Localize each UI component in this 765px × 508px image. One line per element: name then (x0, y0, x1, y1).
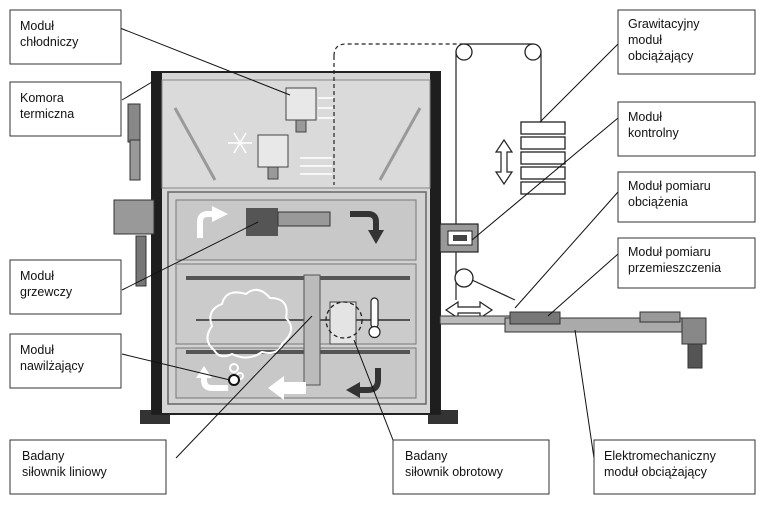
flow-arrow-up-left (201, 376, 228, 391)
label-gravity-loading: Grawitacyjny moduł obciążający (617, 9, 756, 75)
cable-dashed (333, 43, 464, 57)
svg-text:Moduł pomiaru: Moduł pomiaru (628, 179, 711, 193)
cooling-unit-lower (257, 134, 289, 180)
svg-text:siłownik obrotowy: siłownik obrotowy (405, 465, 504, 479)
horizontal-motion-arrow (444, 300, 494, 320)
svg-text:Elektromechaniczny: Elektromechaniczny (604, 449, 717, 463)
label-electromechanical-loading: Elektromechaniczny moduł obciążający (593, 439, 756, 495)
weight-stack (520, 121, 566, 195)
svg-text:termiczna: termiczna (20, 107, 74, 121)
flow-arrow-down-right (350, 211, 379, 232)
leader-lines (119, 27, 619, 459)
label-control-module: Moduł kontrolny (617, 101, 756, 157)
label-displacement-measurement: Moduł pomiaru przemieszczenia (617, 237, 756, 289)
svg-text:przemieszczenia: przemieszczenia (628, 261, 721, 275)
droplet-icon (228, 374, 240, 386)
snowflake-icon (228, 132, 252, 154)
svg-text:Komora: Komora (20, 91, 64, 105)
label-cooling-module: Moduł chłodniczy (9, 9, 122, 65)
svg-text:Badany: Badany (405, 449, 448, 463)
vertical-rail (303, 274, 321, 386)
svg-text:Moduł: Moduł (628, 110, 662, 124)
pulley-left (455, 43, 473, 61)
svg-text:chłodniczy: chłodniczy (20, 35, 79, 49)
rotary-actuator-marker (325, 301, 363, 339)
svg-text:nawilżający: nawilżający (20, 359, 85, 373)
electromechanical-rail (439, 311, 707, 369)
label-load-measurement: Moduł pomiaru obciążenia (617, 171, 756, 223)
flow-arrow-up-right (197, 211, 214, 238)
cooling-unit-upper (285, 87, 317, 133)
control-module (439, 223, 479, 253)
flow-arrow-down-left (358, 368, 381, 393)
rotary-actuator-body (329, 301, 357, 345)
svg-text:obciążenia: obciążenia (628, 195, 688, 209)
svg-text:Moduł pomiaru: Moduł pomiaru (628, 245, 711, 259)
label-rotary-actuator: Badany siłownik obrotowy (392, 439, 550, 495)
svg-text:Badany: Badany (22, 449, 65, 463)
pulley-lower (454, 268, 474, 288)
svg-text:grzewczy: grzewczy (20, 285, 73, 299)
svg-text:Moduł: Moduł (20, 269, 54, 283)
left-pillar (152, 72, 162, 414)
label-heating-module: Moduł grzewczy (9, 259, 122, 315)
svg-text:obciążający: obciążający (628, 49, 694, 63)
label-linear-actuator: Badany siłownik liniowy (9, 439, 167, 495)
linear-actuator-body (277, 211, 331, 227)
thermometer-icon (368, 297, 381, 339)
svg-text:Moduł: Moduł (20, 19, 54, 33)
cold-air-arrows (300, 97, 334, 175)
pulley-right (524, 43, 542, 61)
svg-text:siłownik liniowy: siłownik liniowy (22, 465, 107, 479)
label-humidifier-module: Moduł nawilżający (9, 333, 122, 389)
right-pillar (430, 72, 440, 414)
linear-actuator-mount (246, 208, 278, 236)
svg-text:Moduł: Moduł (20, 343, 54, 357)
flow-arrow-left (284, 382, 306, 394)
label-thermal-chamber: Komora termiczna (9, 81, 122, 137)
heater-assembly (113, 103, 155, 287)
vertical-motion-arrow (494, 138, 514, 186)
svg-text:kontrolny: kontrolny (628, 126, 679, 140)
svg-text:Grawitacyjny: Grawitacyjny (628, 17, 700, 31)
svg-text:moduł obciążający: moduł obciążający (604, 465, 708, 479)
svg-text:moduł: moduł (628, 33, 662, 47)
